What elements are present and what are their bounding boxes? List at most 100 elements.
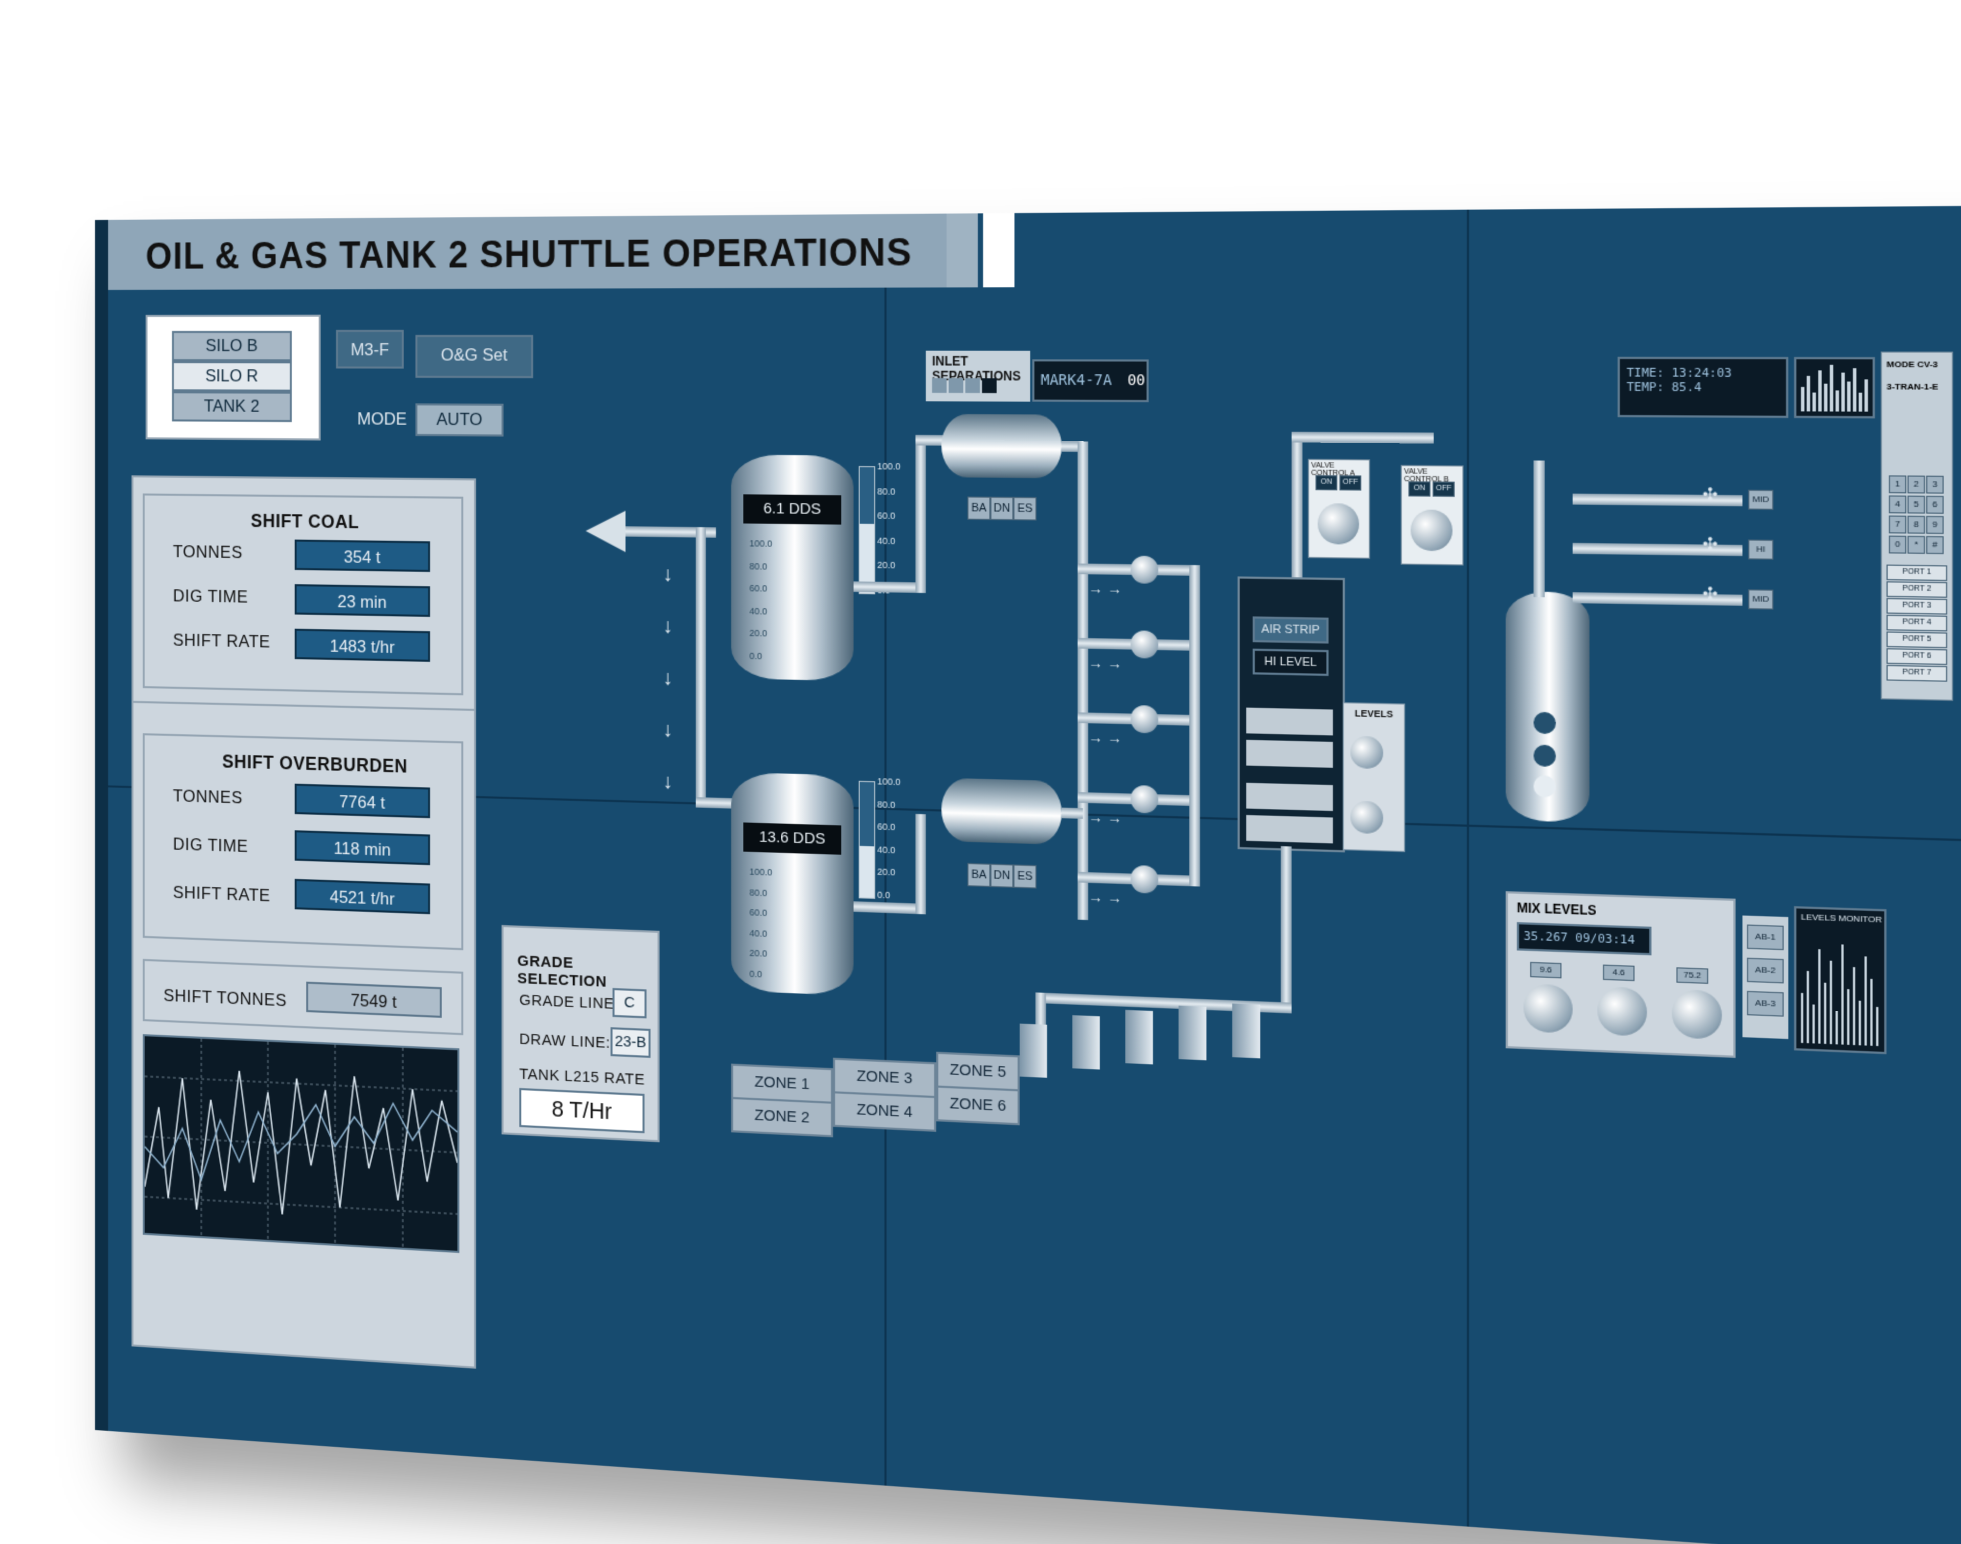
port-item[interactable]: PORT 2 (1886, 581, 1948, 598)
valve-icon[interactable] (1130, 630, 1159, 659)
levels-panel: LEVELS (1342, 702, 1406, 853)
keypad-key[interactable]: * (1907, 535, 1925, 554)
control-video-wall: OIL & GAS TANK 2 SHUTTLE OPERATIONS SILO… (95, 205, 1961, 1544)
ab-2-button[interactable]: AB-2 (1747, 957, 1784, 984)
valve-icon[interactable] (1130, 555, 1159, 584)
keypad-key[interactable]: # (1926, 536, 1944, 555)
time-temp-display: TIME: 13:24:03 TEMP: 85.4 (1617, 356, 1789, 418)
zone-4-button[interactable]: ZONE 4 (833, 1091, 937, 1132)
mix-knob-3-icon[interactable] (1671, 989, 1722, 1040)
port-item[interactable]: PORT 5 (1886, 631, 1948, 649)
inlet-counter: 00 (1127, 372, 1146, 390)
keypad-key[interactable]: 1 (1888, 475, 1907, 494)
flow-tag-c: MID (1748, 589, 1774, 610)
port-item[interactable]: PORT 4 (1886, 614, 1948, 632)
pipe (1035, 992, 1046, 1025)
tank-2-button[interactable]: TANK 2 (172, 391, 292, 423)
valve-icon[interactable] (1130, 785, 1159, 814)
coal-rate-label: SHIFT RATE (172, 630, 271, 652)
levels-monitor-svg (1800, 944, 1879, 1047)
keypad-key[interactable]: 3 (1926, 475, 1944, 494)
right-vessel[interactable] (1505, 591, 1590, 823)
draw-line-value[interactable]: 23-B (610, 1027, 651, 1058)
levels-knob-icon[interactable] (1350, 735, 1384, 770)
mix-knob-1-icon[interactable] (1523, 983, 1573, 1034)
zone-6-button[interactable]: ZONE 6 (936, 1085, 1020, 1126)
port-item[interactable]: PORT 7 (1886, 664, 1948, 682)
tank-rate-value: 8 T/Hr (519, 1087, 645, 1134)
flow-arrow-icon: → → (1088, 728, 1122, 747)
ab-buttons: AB-1 AB-2 AB-3 (1742, 915, 1789, 1040)
nozzle-icon (1178, 1005, 1207, 1061)
mode-select[interactable]: AUTO (415, 403, 504, 437)
drum-1-es-button[interactable]: ES (1013, 496, 1037, 521)
port-item[interactable]: PORT 3 (1886, 598, 1948, 615)
mix-levels-title: MIX LEVELS (1516, 900, 1597, 919)
flow-tag-b: HI (1748, 539, 1774, 560)
flow-tag-a: MID (1748, 489, 1774, 510)
title-block (983, 213, 1015, 288)
shift-coal-panel: SHIFT COAL TONNES 354 t DIG TIME 23 min … (131, 475, 477, 714)
keypad-key[interactable]: 8 (1907, 515, 1925, 534)
status-cell (982, 378, 997, 394)
ob-rate-value: 4521 t/hr (294, 878, 431, 915)
air-strip-button[interactable]: AIR STRIP (1252, 616, 1329, 644)
valve-a-dial-icon[interactable] (1317, 503, 1360, 545)
bar-meter-svg (1800, 364, 1868, 412)
drum-2-es-button[interactable]: ES (1013, 864, 1037, 889)
keypad-key[interactable]: 7 (1888, 515, 1907, 534)
port-item[interactable]: PORT 1 (1886, 564, 1948, 582)
ob-rate-label: SHIFT RATE (172, 882, 271, 906)
drum-1-dn-button[interactable]: DN (990, 496, 1014, 521)
separator-drum-1[interactable] (941, 413, 1062, 479)
valve-a-off[interactable]: OFF (1339, 475, 1362, 491)
valve-control-a: VALVE CONTROL A ON OFF (1307, 458, 1371, 559)
hi-level-button[interactable]: HI LEVEL (1252, 648, 1329, 676)
shift-overburden-title: SHIFT OVERBURDEN (222, 751, 408, 777)
keypad-key[interactable]: 4 (1888, 495, 1907, 514)
pipe (915, 813, 926, 915)
silo-b-button[interactable]: SILO B (172, 330, 292, 362)
vessel-port-icon (1533, 775, 1556, 798)
drum-2-ba-button[interactable]: BA (967, 862, 991, 887)
m3f-button[interactable]: M3-F (336, 329, 404, 369)
ab-1-button[interactable]: AB-1 (1747, 924, 1784, 951)
scale-tick-label: 60.0 (749, 907, 768, 919)
coal-tonnes-value: 354 t (294, 539, 431, 572)
tank-2-level-gauge (858, 780, 876, 899)
valve-b-dial-icon[interactable] (1410, 509, 1453, 552)
drum-2-dn-button[interactable]: DN (990, 863, 1014, 888)
keypad-key[interactable]: 2 (1907, 475, 1925, 494)
separator-drum-2[interactable] (941, 777, 1062, 845)
port-item[interactable]: PORT 6 (1886, 648, 1948, 665)
grade-line-value[interactable]: C (612, 988, 647, 1019)
valve-b-on[interactable]: ON (1408, 481, 1431, 497)
zone-2-button[interactable]: ZONE 2 (731, 1096, 834, 1138)
levels-knob-icon[interactable] (1350, 800, 1384, 835)
valve-a-on[interactable]: ON (1315, 475, 1338, 491)
keypad-key[interactable]: 0 (1888, 535, 1907, 554)
inlet-readout: MARK4-7A 00 (1032, 359, 1149, 403)
temp-readout: TEMP: 85.4 (1626, 379, 1702, 395)
ob-dig-label: DIG TIME (172, 834, 249, 857)
keypad-key[interactable]: 9 (1926, 515, 1944, 534)
ab-3-button[interactable]: AB-3 (1747, 990, 1784, 1017)
valve-b-off[interactable]: OFF (1432, 481, 1455, 497)
inlet-readout-text: MARK4-7A (1040, 372, 1112, 390)
keypad-key[interactable]: 5 (1907, 495, 1925, 514)
silo-r-button[interactable]: SILO R (172, 361, 292, 392)
scale-tick-label: 40.0 (877, 844, 896, 856)
og-set-button[interactable]: O&G Set (415, 334, 534, 379)
pipe (915, 440, 926, 594)
keypad-key[interactable]: 6 (1926, 495, 1944, 514)
valve-icon[interactable] (1130, 705, 1159, 734)
scale-tick-label: 40.0 (749, 605, 768, 617)
nozzle-icon (1072, 1015, 1100, 1070)
drum-1-ba-button[interactable]: BA (967, 496, 991, 520)
shift-coal-title: SHIFT COAL (250, 510, 360, 533)
pipe (1291, 431, 1434, 444)
mix-knob-2-icon[interactable] (1597, 986, 1647, 1037)
valve-icon[interactable] (1130, 865, 1159, 894)
